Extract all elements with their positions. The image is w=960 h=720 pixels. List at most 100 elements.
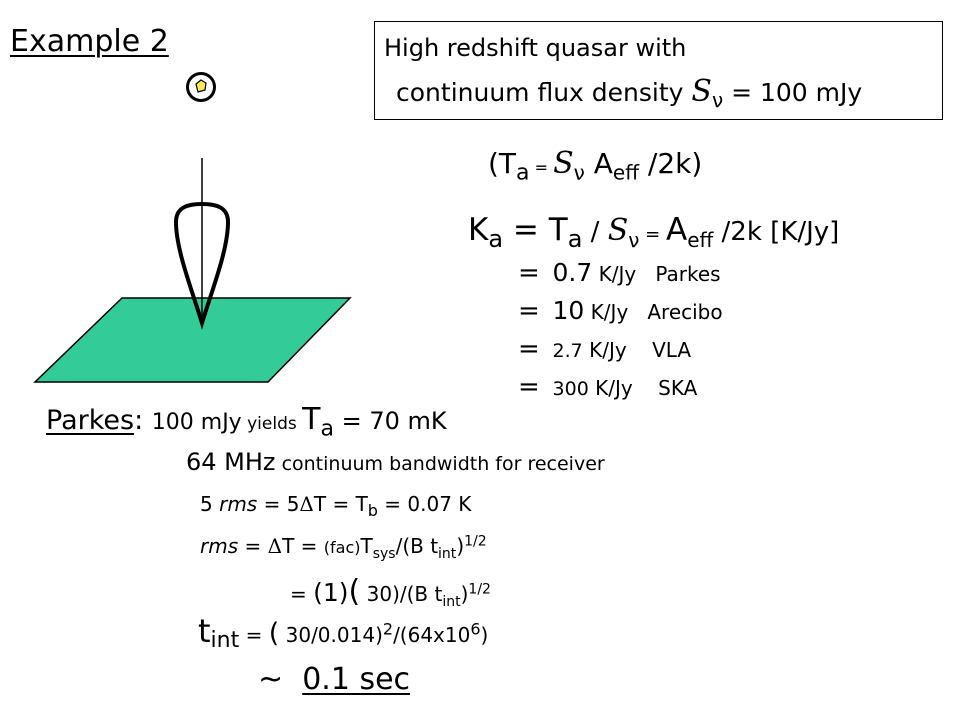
telescope-name: SKA: [658, 376, 698, 400]
row-equals: =: [518, 334, 540, 364]
row-equals: =: [518, 372, 540, 402]
delta-symbol: Δ: [267, 534, 283, 558]
box-line-1: High redshift quasar with: [384, 34, 687, 62]
page-title: Example 2: [10, 24, 169, 59]
gain-unit: K/Jy: [582, 338, 627, 362]
telescope-name: Arecibo: [647, 300, 723, 324]
parkes-line: Parkes: 100 mJy yields Ta = 70 mK: [46, 402, 447, 440]
flux-symbol-S: S: [607, 213, 629, 248]
power-half: 1/2: [464, 533, 487, 550]
sub-a: a: [516, 160, 530, 186]
quasar-source-icon: [195, 79, 207, 93]
sub-int: int: [442, 594, 461, 610]
rms-italic: rms: [200, 534, 239, 558]
equals: =: [290, 582, 314, 606]
close-paren: ): [460, 582, 469, 606]
calc-line-3: = (1)( 30)/(B tint)1/2: [290, 574, 491, 609]
sub-a: a: [320, 416, 334, 442]
formula-tail: /2k): [638, 147, 703, 180]
tsys-T: T: [360, 534, 373, 558]
telescope-row: = 0.7 K/Jy Parkes: [518, 258, 721, 288]
nu-subscript: ν: [711, 88, 724, 112]
tsys-substituted: 30)/(B t: [360, 582, 443, 606]
quasar-info-box: High redshift quasar with continuum flux…: [374, 21, 943, 120]
effective-area-A: A: [584, 147, 613, 180]
sub-b: b: [367, 501, 378, 520]
gain-value: 10: [552, 296, 585, 325]
five: 5: [200, 492, 220, 516]
ratio: 30/0.014): [279, 623, 383, 647]
telescope-name: Parkes: [655, 262, 721, 286]
temperature-T: T: [302, 402, 321, 437]
bandwidth-line: 64 MHz continuum bandwidth for receiver: [186, 448, 605, 476]
tilde: ~: [258, 662, 284, 697]
factor: (fac): [323, 538, 361, 557]
small-equals: =: [529, 158, 554, 177]
equals: =: [239, 623, 269, 647]
flux-symbol-S: S: [553, 146, 574, 181]
small-equals: =: [639, 224, 666, 245]
row-equals: =: [518, 296, 540, 326]
beam-lobe: [173, 201, 231, 330]
ground-plane: [33, 297, 352, 383]
delta-symbol: Δ: [299, 492, 314, 516]
telescope-row: = 10 K/Jy Arecibo: [518, 296, 723, 326]
bandwidth-value: 64 MHz: [186, 448, 276, 476]
power-2: 2: [382, 619, 394, 639]
open-paren: (: [268, 618, 280, 649]
nu-subscript: ν: [628, 228, 640, 253]
sub-eff: eff: [687, 228, 714, 253]
gain-unit: K/Jy: [584, 300, 629, 324]
row-equals: =: [518, 258, 540, 288]
telescope-row: = 300 K/Jy SKA: [518, 372, 697, 402]
box-line-2-text: continuum flux density: [396, 78, 692, 107]
calc-line-2: rms = ΔT = (fac)Tsys/(B tint)1/2: [200, 533, 487, 561]
antenna-temperature-formula: (Ta = Sν Aeff /2k): [488, 146, 703, 184]
calc-line-4: tint = ( 30/0.014)2/(64x106): [198, 612, 489, 653]
sub-eff: eff: [612, 160, 639, 185]
telescope-row: = 2.7 K/Jy VLA: [518, 334, 691, 364]
sub-int: int: [438, 546, 457, 562]
answer-line: ~ 0.1 sec: [258, 662, 410, 697]
denominator: /(64x10: [393, 623, 471, 647]
box-line-2: continuum flux density Sν = 100 mJy: [396, 74, 863, 112]
formula-open: (T: [488, 147, 517, 180]
temperature-result: = 70 mK: [333, 407, 447, 435]
gain-equals-T: = T: [503, 212, 568, 248]
answer-value: 0.1 sec: [302, 662, 411, 697]
slash: /: [582, 217, 608, 247]
threshold-value: = 0.07 K: [377, 492, 472, 516]
effective-area-A: A: [665, 212, 688, 248]
parkes-label: Parkes: [46, 405, 135, 436]
bandwidth-text: continuum bandwidth for receiver: [275, 453, 605, 475]
sub-a: a: [488, 225, 504, 254]
equals: =: [238, 534, 268, 558]
box-line-2-value: = 100 mJy: [723, 78, 863, 107]
colon: :: [134, 405, 144, 436]
gain-units: /2k [K/Jy]: [713, 217, 840, 247]
sub-int: int: [210, 628, 240, 653]
gain-formula: Ka = Ta / Sν = Aeff /2k [K/Jy]: [468, 212, 840, 251]
flux-value: 100 mJy: [151, 410, 242, 435]
nu-subscript: ν: [573, 160, 585, 185]
close-paren: ): [456, 534, 465, 558]
gain-value: 2.7: [552, 340, 583, 362]
open-paren: (: [348, 574, 361, 609]
factor-one: (1): [313, 578, 349, 607]
gain-value: 300: [552, 378, 589, 400]
power-6: 6: [470, 619, 481, 639]
bandwidth-term: /(B t: [395, 534, 439, 558]
sub-a: a: [567, 225, 583, 254]
yields-text: yields: [241, 414, 303, 434]
calc-line-1: 5 rms = 5ΔT = Tb = 0.07 K: [200, 492, 472, 519]
power-half: 1/2: [468, 581, 491, 598]
t-equals-t: T = T: [313, 492, 368, 516]
t-symbol: t: [198, 612, 211, 650]
close-paren: ): [480, 623, 489, 647]
t-equals: T =: [282, 534, 324, 558]
flux-symbol-S: S: [691, 74, 712, 109]
sub-sys: sys: [372, 546, 396, 562]
equals-five: = 5: [257, 492, 300, 516]
telescope-name: VLA: [652, 338, 692, 362]
